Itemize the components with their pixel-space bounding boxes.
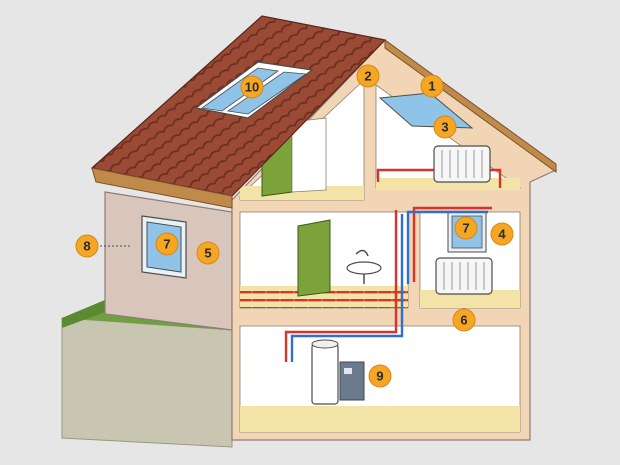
svg-text:3: 3 [441,120,448,135]
marker-8[interactable]: 8 [75,234,99,258]
svg-text:5: 5 [204,246,211,261]
svg-text:7: 7 [462,221,469,236]
marker-10[interactable]: 10 [240,75,264,99]
svg-text:10: 10 [245,80,259,95]
marker-7-interior-window[interactable]: 7 [454,216,478,240]
svg-text:8: 8 [83,239,90,254]
svg-text:7: 7 [163,237,170,252]
svg-text:9: 9 [376,369,383,384]
marker-3[interactable]: 3 [433,115,457,139]
house-cutaway [231,39,558,441]
marker-4[interactable]: 4 [490,222,514,246]
marker-5[interactable]: 5 [196,241,220,265]
marker-6[interactable]: 6 [452,308,476,332]
marker-1[interactable]: 1 [420,74,444,98]
svg-text:6: 6 [460,313,467,328]
marker-9[interactable]: 9 [368,364,392,388]
svg-text:2: 2 [364,69,371,84]
marker-7-side-window[interactable]: 7 [155,232,179,256]
svg-text:4: 4 [498,227,506,242]
marker-2[interactable]: 2 [356,64,380,88]
svg-text:1: 1 [428,79,435,94]
